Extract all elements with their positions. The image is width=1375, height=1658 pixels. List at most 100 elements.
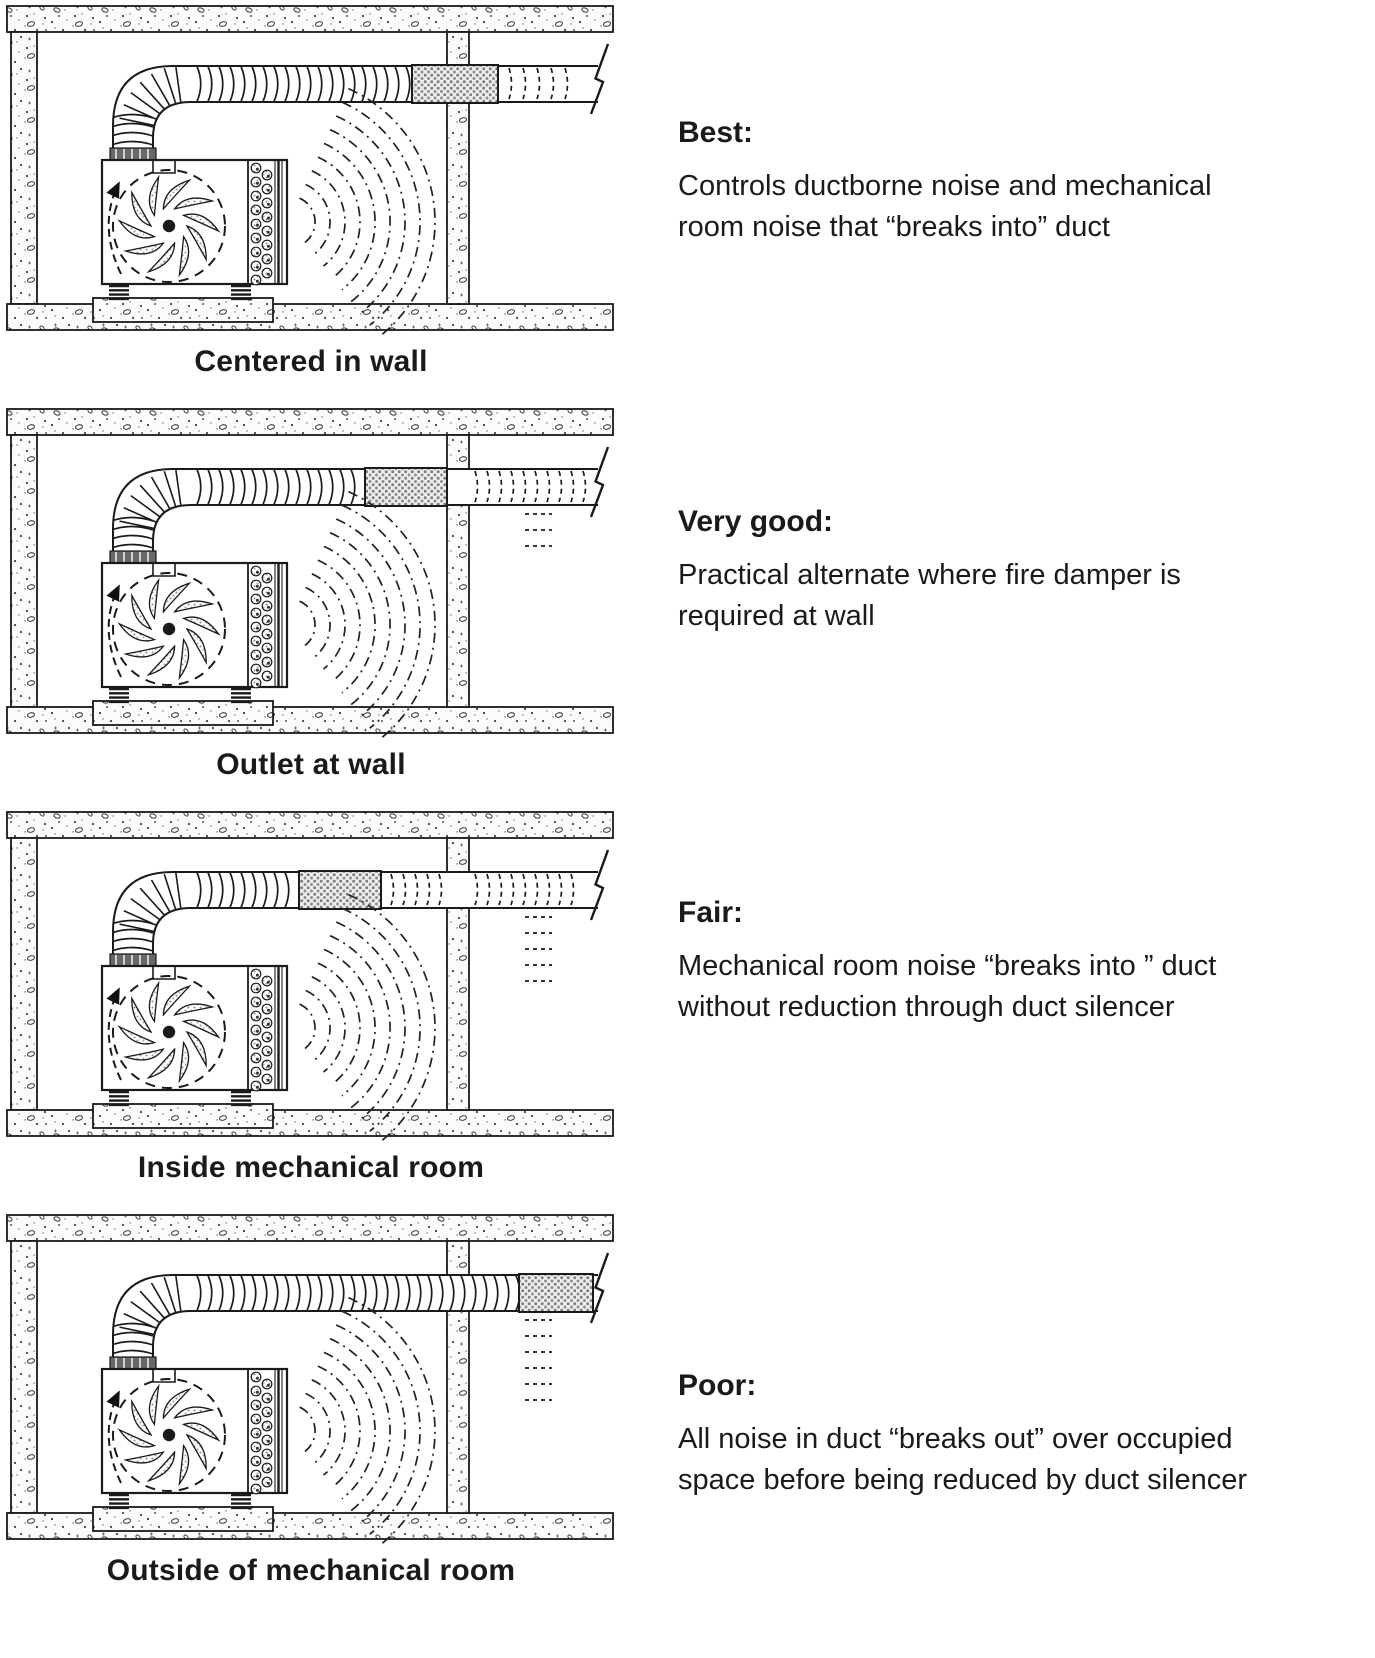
vibration-isolators xyxy=(109,687,251,704)
duct-silencer xyxy=(364,467,448,507)
rating-block-very-good: Very good: Practical alternate where fir… xyxy=(678,405,1368,636)
fan-impeller xyxy=(117,577,221,681)
fan-impeller xyxy=(117,980,221,1084)
rotation-arrow-icon xyxy=(106,181,122,275)
rating-label: Fair: xyxy=(678,896,744,929)
mechanical-room-wall-lower xyxy=(446,504,470,708)
fan-scroll-outline xyxy=(112,169,226,283)
fan-discharge-notch xyxy=(152,563,176,577)
rating-block-best: Best: Controls ductborne noise and mecha… xyxy=(678,2,1368,247)
mechanical-room-wall-upper xyxy=(446,434,470,470)
duct-silencer xyxy=(411,64,499,104)
concrete-inertia-base xyxy=(92,700,274,726)
media-lines xyxy=(274,966,283,1090)
diagram-caption: Centered in wall xyxy=(194,345,428,378)
sound-waves xyxy=(299,893,436,1143)
sound-waves xyxy=(299,87,436,337)
room-walls xyxy=(6,5,614,331)
mechanical-room-wall-lower xyxy=(446,907,470,1111)
left-wall xyxy=(10,434,38,708)
vibration-isolators xyxy=(109,1090,251,1107)
rating-label: Best: xyxy=(678,116,754,149)
diagram-caption: Outlet at wall xyxy=(216,748,406,781)
fan-unit xyxy=(100,561,289,689)
sound-waves xyxy=(299,1296,436,1546)
duct xyxy=(112,468,604,564)
duct xyxy=(112,65,604,161)
mechanical-room-wall-upper xyxy=(446,1240,470,1276)
concrete-inertia-base xyxy=(92,1103,274,1129)
duct-break-icon xyxy=(589,849,610,921)
coil-section xyxy=(250,565,273,689)
diagram-panel-3: Inside mechanical room xyxy=(0,808,622,1185)
rating-description: Mechanical room noise “breaks into ” duc… xyxy=(678,950,1217,1023)
diagram-centered-in-wall xyxy=(6,5,620,337)
diagram-caption: Inside mechanical room xyxy=(137,1151,485,1184)
duct-texture xyxy=(113,1275,521,1364)
mechanical-room-wall-lower xyxy=(446,1310,470,1514)
diagram-panel-2: Outlet at wall xyxy=(0,405,622,782)
ceiling-slab xyxy=(6,408,614,436)
flex-connector xyxy=(109,953,157,967)
duct-break-gap xyxy=(598,59,620,109)
coil-section xyxy=(250,162,273,286)
duct-break-icon xyxy=(589,43,610,115)
rotation-arrow-icon xyxy=(106,987,122,1081)
duct-break-gap xyxy=(598,1268,620,1318)
left-wall xyxy=(10,31,38,305)
fan-discharge-notch xyxy=(152,966,176,980)
fan-discharge-notch xyxy=(152,1369,176,1383)
rating-label: Very good: xyxy=(678,505,834,538)
rotation-arrow-icon xyxy=(106,1390,122,1484)
coil-section xyxy=(250,1371,273,1495)
sound-waves xyxy=(299,490,436,740)
left-wall xyxy=(10,1240,38,1514)
ceiling-slab xyxy=(6,5,614,33)
row-inside-mechanical-room: Inside mechanical room Fair: Mechanical … xyxy=(0,808,1375,1185)
duct-break-gap xyxy=(598,462,620,512)
room-walls xyxy=(6,1214,614,1540)
row-centered-in-wall: Centered in wall Best: Controls ductborn… xyxy=(0,2,1375,379)
duct-break-icon xyxy=(589,446,610,518)
rotation-arrow-icon xyxy=(106,584,122,678)
room-walls xyxy=(6,811,614,1137)
breakout-noise-dashes xyxy=(525,1319,552,1401)
flex-connector xyxy=(109,1356,157,1370)
fan-discharge-notch xyxy=(152,160,176,174)
breakout-noise-dashes xyxy=(525,513,552,547)
ceiling-slab xyxy=(6,1214,614,1242)
fan-scroll-outline xyxy=(112,1378,226,1492)
media-lines xyxy=(274,1369,283,1493)
fan-unit xyxy=(100,158,289,286)
flex-connector xyxy=(109,550,157,564)
fan-unit xyxy=(100,1367,289,1495)
flex-connector xyxy=(109,147,157,161)
fan-scroll-outline xyxy=(112,975,226,1089)
duct-silencer-location-figure: Centered in wall Best: Controls ductborn… xyxy=(0,2,1375,1588)
duct-texture xyxy=(113,469,587,558)
diagram-caption: Outside of mechanical room xyxy=(106,1554,516,1587)
diagram-inside-mechanical-room xyxy=(6,811,620,1143)
left-wall xyxy=(10,837,38,1111)
duct-texture xyxy=(113,66,569,155)
rating-description: Practical alternate where fire damper is… xyxy=(678,559,1181,632)
ceiling-slab xyxy=(6,811,614,839)
duct-break-gap xyxy=(598,865,620,915)
rating-description: All noise in duct “breaks out” over occu… xyxy=(678,1423,1248,1496)
duct-silencer xyxy=(298,870,382,910)
row-outside-of-mechanical-room: Outside of mechanical room Poor: All noi… xyxy=(0,1211,1375,1588)
rating-label: Poor: xyxy=(678,1369,757,1402)
rating-block-poor: Poor: All noise in duct “breaks out” ove… xyxy=(678,1211,1368,1500)
mechanical-room-wall-upper xyxy=(446,31,470,67)
fan-unit xyxy=(100,964,289,1092)
diagram-outside-of-mechanical-room xyxy=(6,1214,620,1546)
fan-impeller xyxy=(117,1383,221,1487)
concrete-inertia-base xyxy=(92,1506,274,1532)
fan-scroll-outline xyxy=(112,572,226,686)
media-lines xyxy=(274,563,283,687)
diagram-panel-1: Centered in wall xyxy=(0,2,622,379)
mechanical-room-wall-lower xyxy=(446,101,470,305)
duct-break-icon xyxy=(589,1252,610,1324)
breakout-noise-dashes xyxy=(525,916,552,982)
vibration-isolators xyxy=(109,284,251,301)
